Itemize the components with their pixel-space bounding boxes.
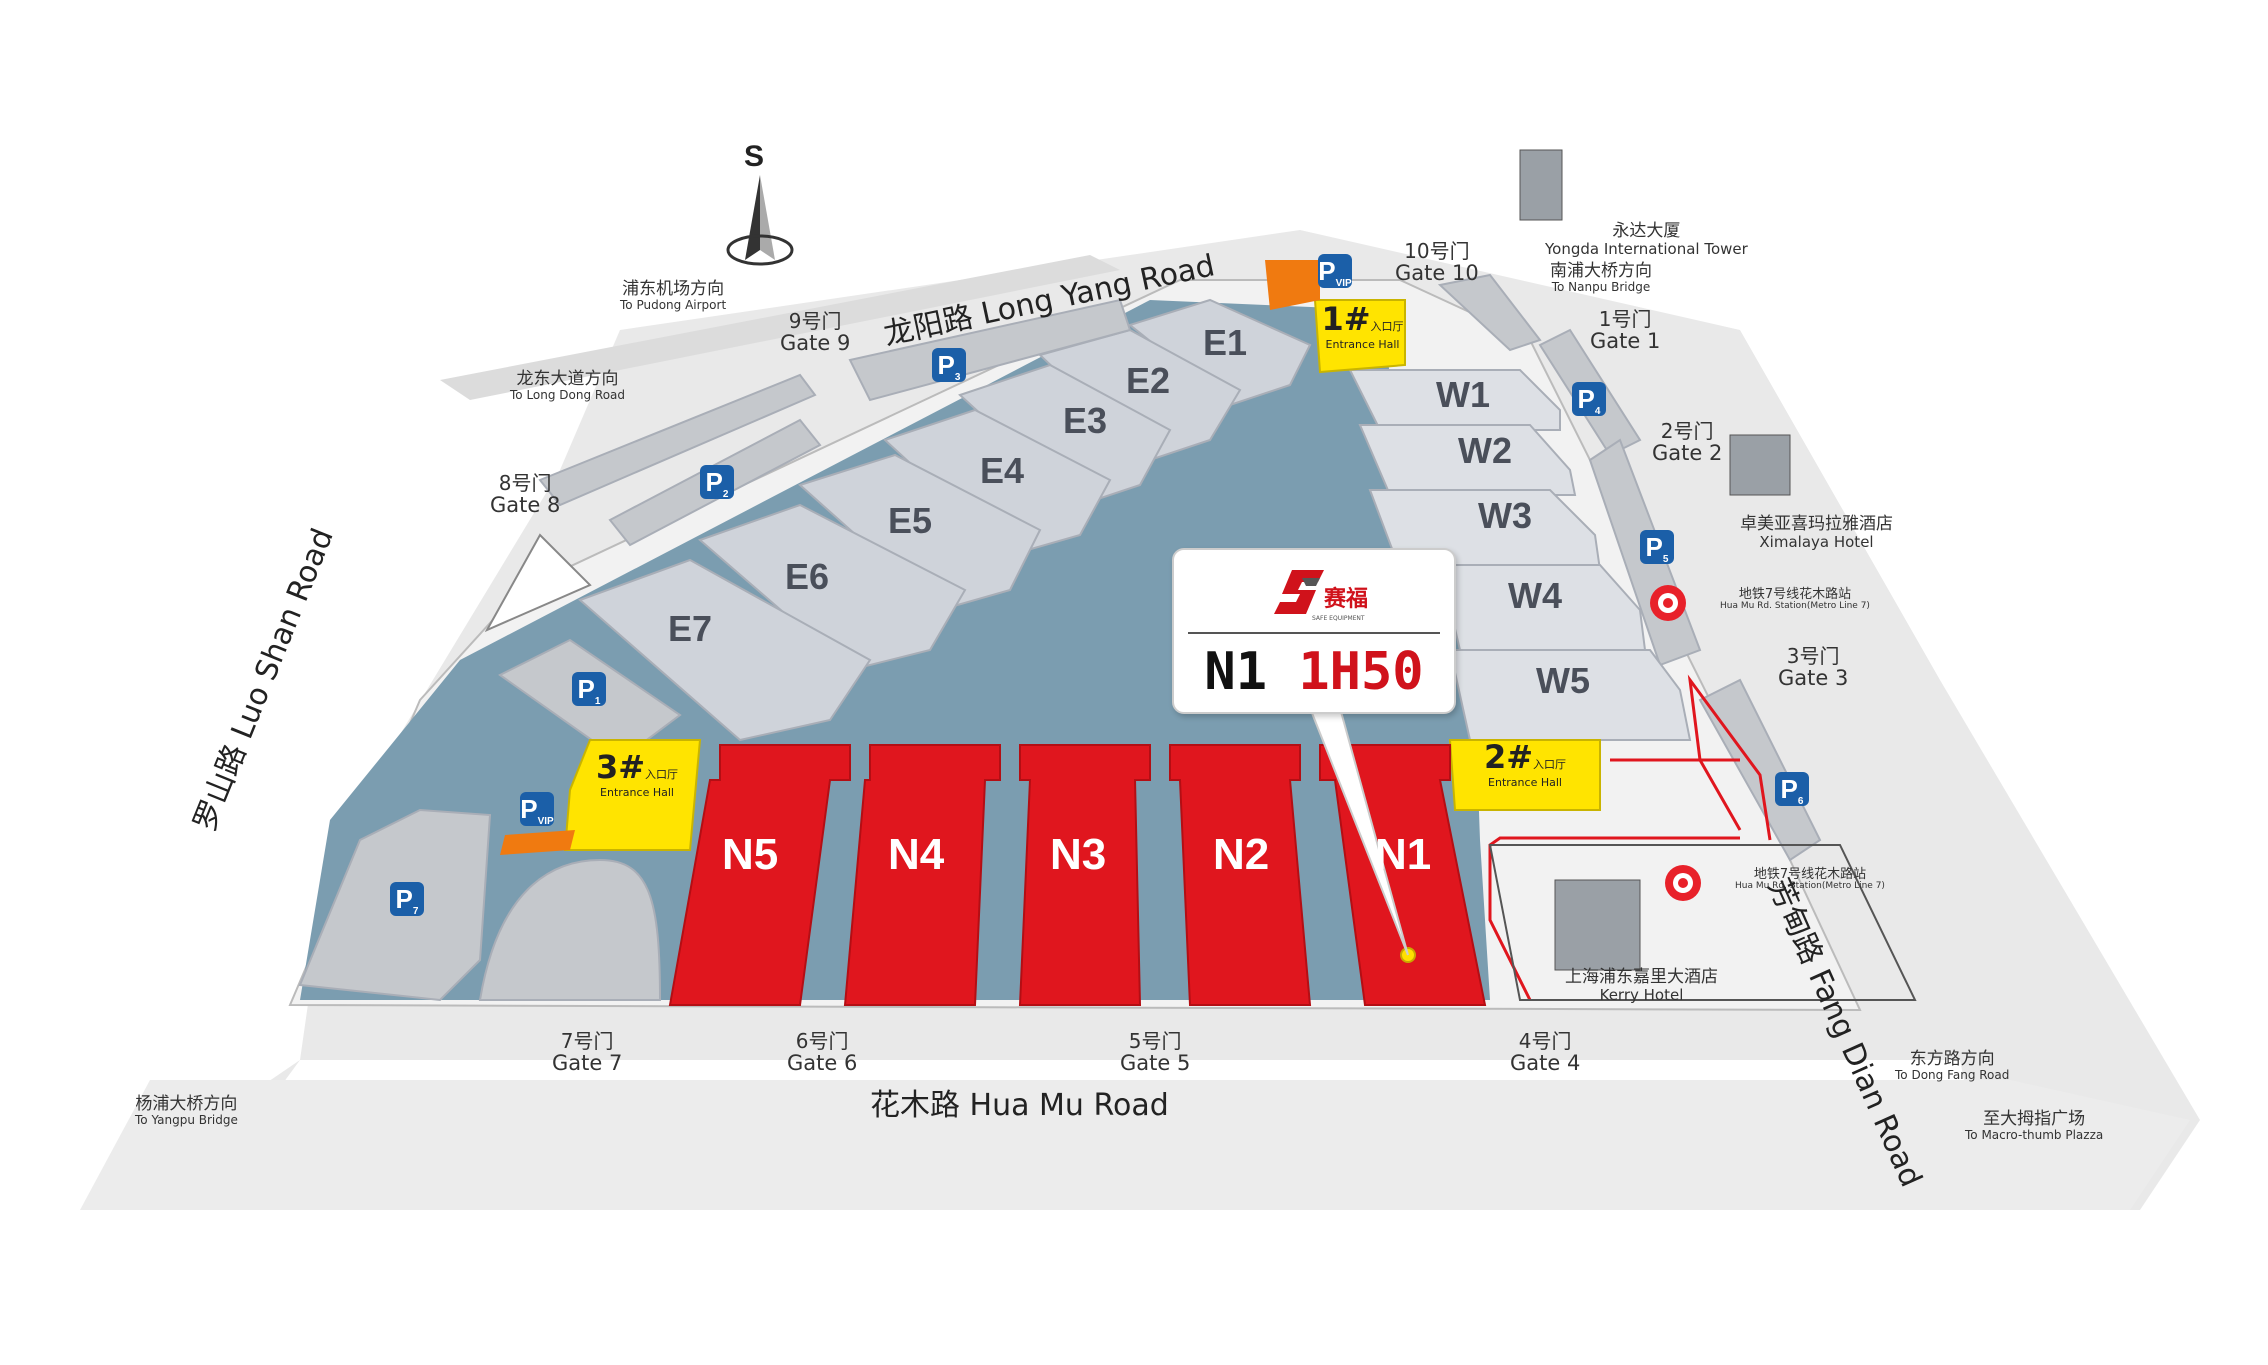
- vip-3-shape: [500, 830, 575, 855]
- kerry-hotel-icon: [1554, 879, 1641, 971]
- hall-e1: E1: [1203, 322, 1248, 363]
- hall-n5: N5: [722, 830, 779, 879]
- safe-equipment-logo: 赛福 SAFE EQUIPMENT: [1274, 570, 1368, 622]
- ximalaya-hotel-icon: [1729, 434, 1791, 496]
- hall-w4-shape: [1438, 564, 1647, 651]
- hall-e7: E7: [668, 608, 713, 649]
- hall-w5-shape: [1448, 649, 1692, 741]
- hall-e7-shape: [578, 558, 872, 742]
- east-halls: [578, 298, 1312, 742]
- entrance-hall-2: 2#入口厅 Entrance Hall: [1483, 738, 1567, 789]
- parking-p3-icon: P3: [932, 348, 966, 383]
- parking-p4-icon: P4: [1572, 382, 1606, 417]
- metro-icon: [1650, 585, 1686, 621]
- hall-w1: W1: [1436, 374, 1490, 415]
- booth-callout: 赛福 SAFE EQUIPMENT N1 1H50: [1172, 548, 1456, 714]
- hall-w2-shape: [1358, 424, 1577, 496]
- entrance-hall-3: 3#入口厅 Entrance Hall: [595, 748, 679, 799]
- vip-1-shape: [1265, 260, 1320, 310]
- hall-w3: W3: [1478, 495, 1532, 536]
- compass-label: S: [744, 140, 765, 173]
- kerry-block-outline: [1488, 844, 1917, 1001]
- hall-w1-shape: [1348, 369, 1561, 431]
- hall-e3: E3: [1063, 400, 1108, 441]
- booth-label: N1 1H50: [1174, 642, 1454, 702]
- hall-n1: N1: [1375, 830, 1432, 879]
- hall-e5: E5: [888, 500, 933, 541]
- brand-en: SAFE EQUIPMENT: [1312, 615, 1365, 622]
- ground-area-bottom: [80, 1080, 2190, 1210]
- gate10-block: [1437, 273, 1542, 352]
- route-main: [1687, 674, 1772, 841]
- p3-block: [848, 298, 1132, 402]
- hall-n4-shape: [843, 744, 1001, 1006]
- parking-p1-icon: P1: [572, 672, 606, 707]
- hall-w5: W5: [1536, 660, 1590, 701]
- hall-n3: N3: [1050, 830, 1107, 879]
- entrance-hall-1: 1#入口厅 Entrance Hall: [1321, 300, 1404, 351]
- callout-divider: [1188, 632, 1440, 634]
- parking-p6-icon: P6: [1775, 772, 1809, 807]
- hall-e2: E2: [1126, 360, 1171, 401]
- p6-block: [1698, 678, 1822, 862]
- booth-hall: N1: [1204, 642, 1268, 702]
- hall-n3-shape: [1018, 744, 1151, 1006]
- brand-cn: 赛福: [1323, 586, 1368, 612]
- parking-p7-icon: P7: [390, 882, 424, 917]
- hall-n2-shape: [1169, 744, 1312, 1006]
- triangle-marker: [484, 533, 592, 633]
- entrance-3-shape: [563, 739, 702, 851]
- metro-icon: [1665, 865, 1701, 901]
- p2b-block: [538, 373, 817, 507]
- parking-p5-icon: P5: [1640, 530, 1674, 565]
- hall-e6: E6: [785, 556, 830, 597]
- hall-n5-shape: [668, 744, 851, 1006]
- arena-block: [478, 858, 662, 1001]
- parking-vip-1-icon: PVIP: [1318, 254, 1352, 289]
- entrance-1-shape: [1313, 299, 1406, 374]
- road-hua-mu: 花木路 Hua Mu Road: [870, 1088, 1169, 1123]
- hall-n2: N2: [1213, 830, 1270, 879]
- compass-icon: [726, 175, 794, 266]
- parking-vip-3-icon: PVIP: [520, 792, 554, 827]
- hall-w2: W2: [1458, 430, 1512, 471]
- west-halls: [1348, 369, 1692, 741]
- parking-p2-icon: P2: [700, 465, 734, 500]
- hall-e4: E4: [980, 450, 1025, 491]
- booth-number: 1H50: [1298, 642, 1424, 702]
- hall-n4: N4: [888, 830, 945, 879]
- hall-w4: W4: [1508, 575, 1562, 616]
- yongda-tower-icon: [1519, 149, 1563, 221]
- entrance-2-shape: [1448, 739, 1601, 811]
- road-long-yang: [440, 255, 1120, 400]
